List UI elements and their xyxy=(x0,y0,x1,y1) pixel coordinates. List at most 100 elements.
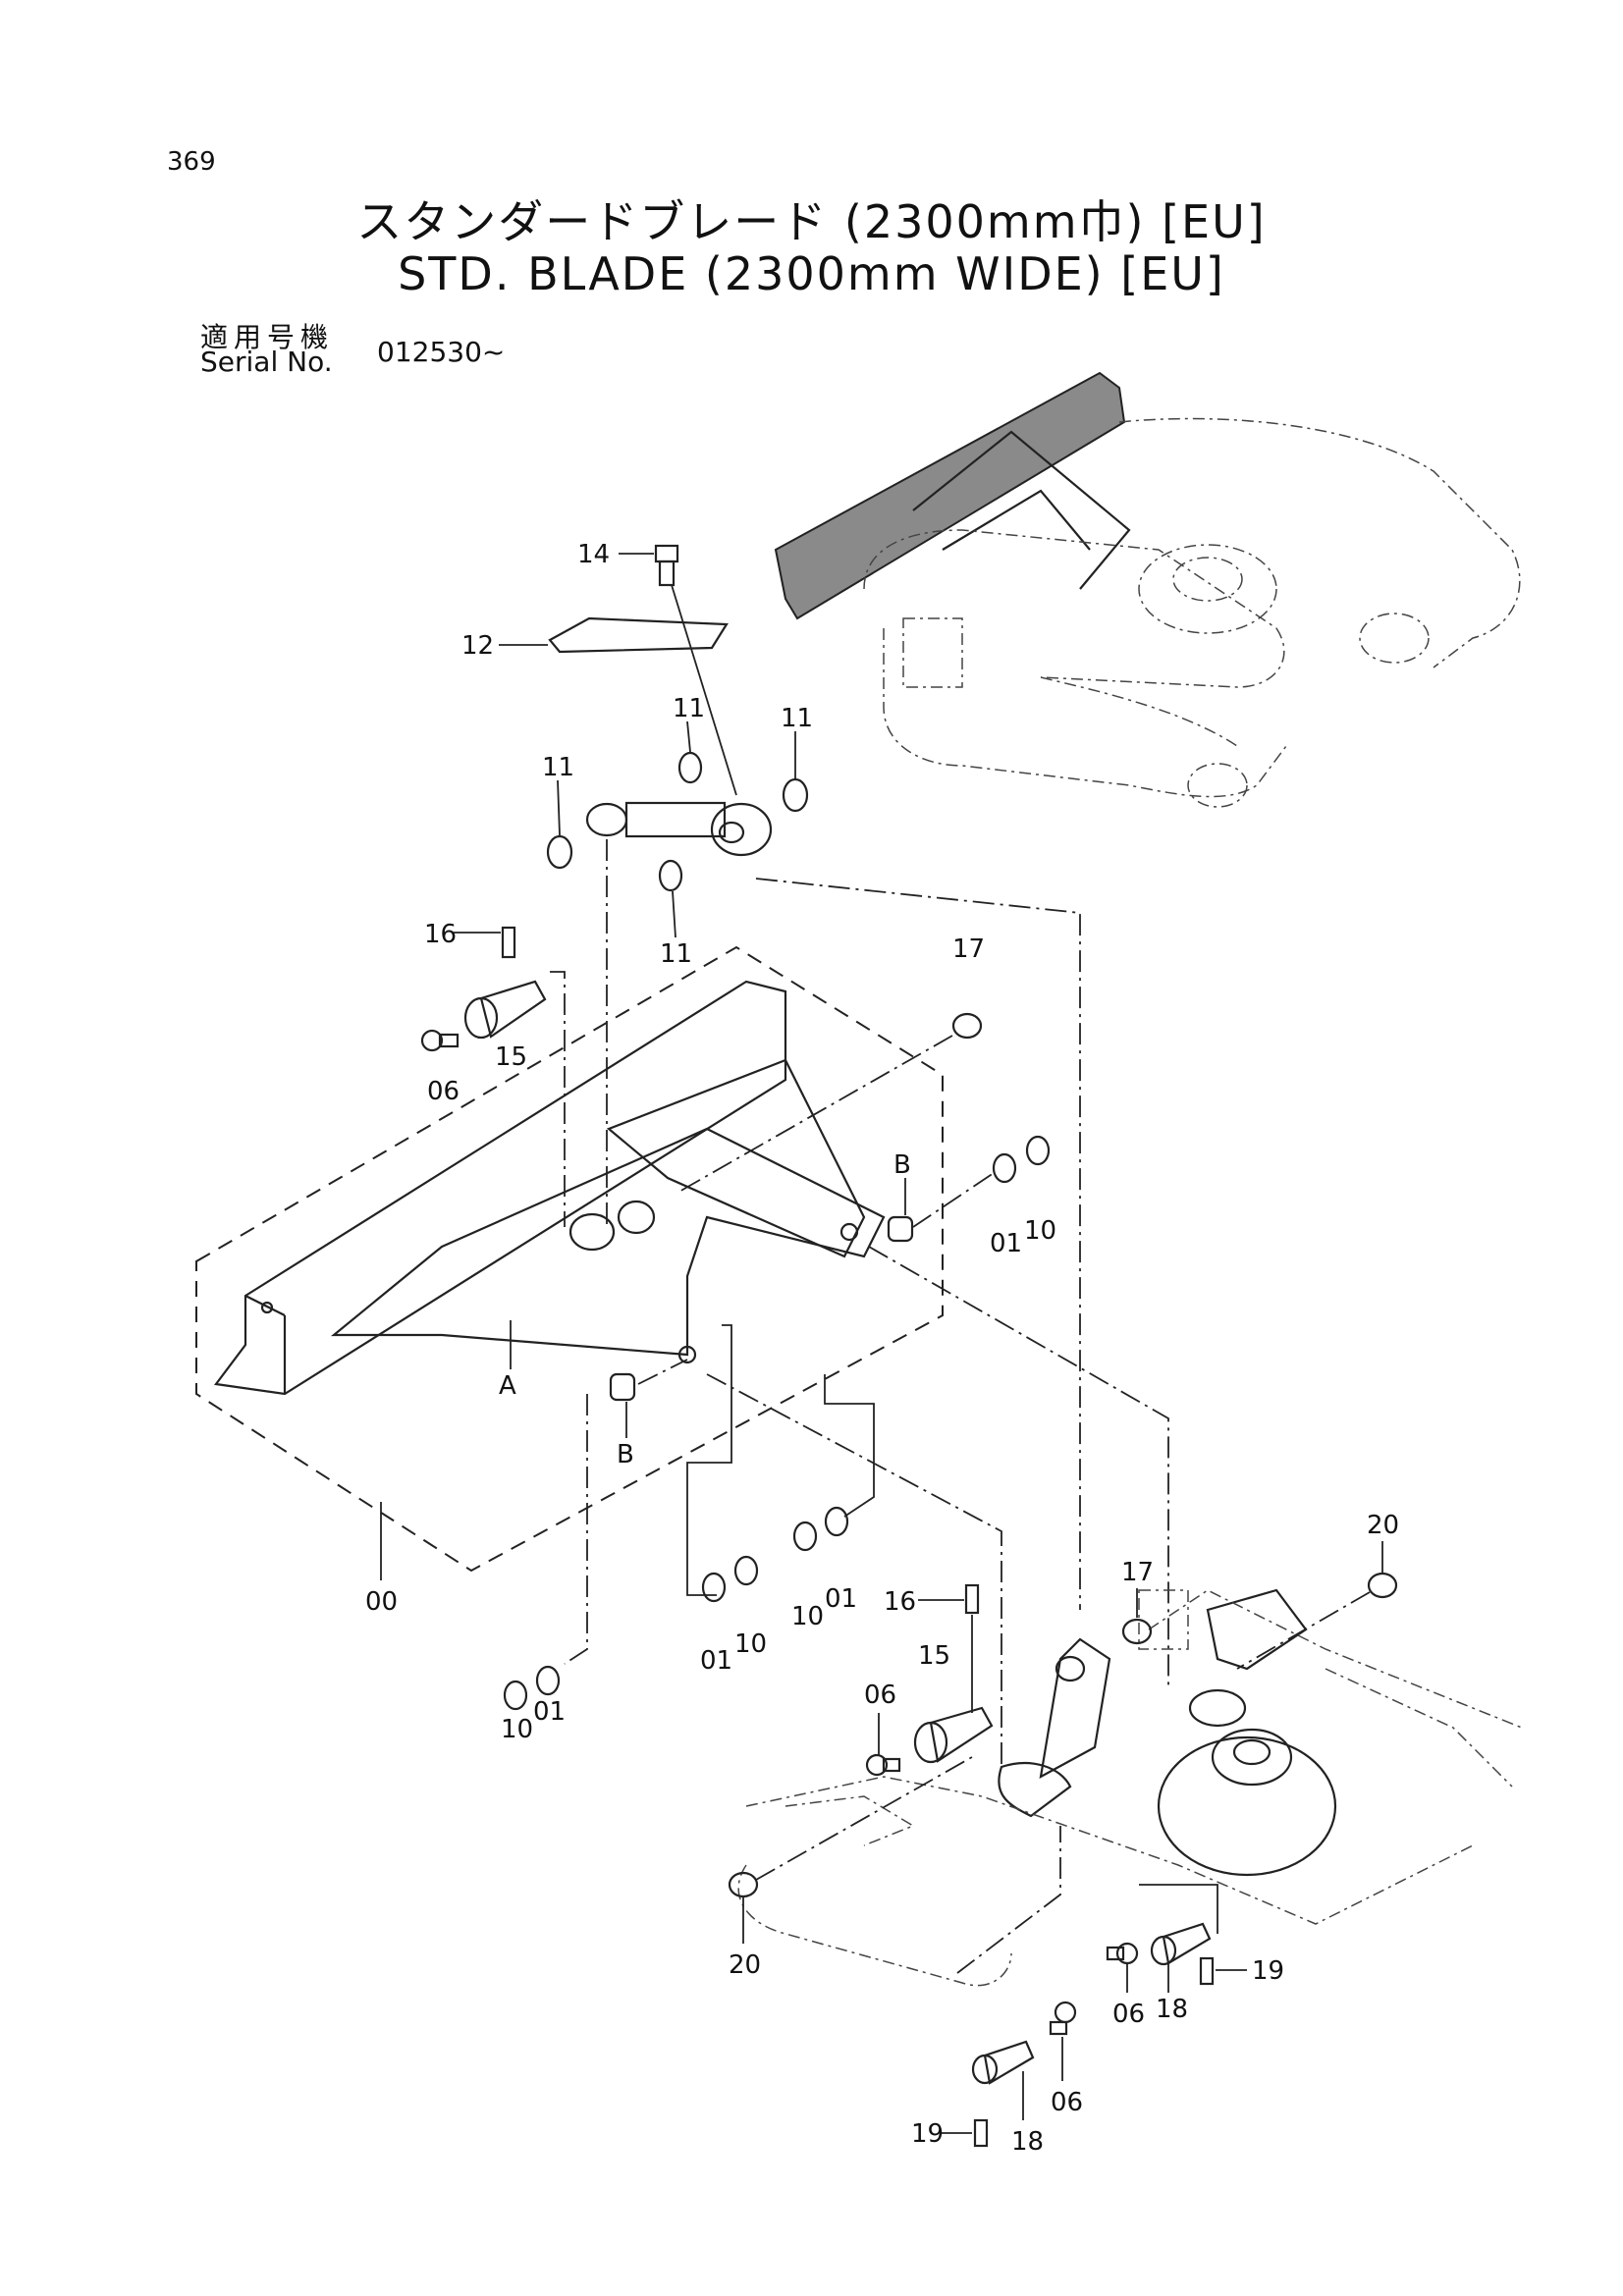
callout-16-lower: 16 xyxy=(884,1587,916,1617)
cylinder-mount-eye xyxy=(568,1212,616,1252)
seal-01-far-left xyxy=(535,1665,561,1696)
blade-frame-arm-upper xyxy=(606,1058,866,1258)
callout-11-right: 11 xyxy=(781,704,813,733)
callout-15-upper: 15 xyxy=(495,1042,527,1072)
washer-10-mid xyxy=(733,1555,759,1586)
callout-A: A xyxy=(499,1371,516,1401)
chain-bushing-lower xyxy=(637,1359,688,1385)
chain-arm-to-frame-lower xyxy=(706,1373,1002,1767)
overview-track-left-bottom xyxy=(883,628,1287,798)
callout-01-mid: 01 xyxy=(700,1646,732,1676)
seal-01-mid xyxy=(701,1572,727,1603)
bracket-line-left xyxy=(686,1324,732,1596)
pin-15-lower xyxy=(913,1706,994,1764)
callout-11-bottom: 11 xyxy=(660,939,692,969)
serial-label-japanese: 適用号機 xyxy=(200,321,335,353)
washer-11-right xyxy=(782,777,809,813)
grease-fitting-06-upper xyxy=(420,1029,460,1052)
chain-bushing-upper xyxy=(912,1172,995,1228)
callout-06-lower: 06 xyxy=(1051,2088,1083,2117)
pin-15-lower-body xyxy=(929,1706,994,1763)
callout-B-upper: B xyxy=(893,1150,911,1180)
pin-18-lower-body xyxy=(983,2040,1035,2085)
grease-fitting-06-lower xyxy=(1049,2001,1077,2036)
bracket-line-right xyxy=(824,1374,875,1518)
callout-19-lower: 19 xyxy=(911,2119,944,2149)
callout-B-lower: B xyxy=(617,1440,634,1469)
callout-10-right: 10 xyxy=(791,1602,824,1631)
washer-10-far-left xyxy=(503,1680,528,1711)
blade-frame-arm-A xyxy=(330,1127,886,1357)
cylinder-body xyxy=(624,801,727,838)
cylinder-mount-eye-2 xyxy=(617,1200,656,1235)
bolt-shank xyxy=(658,560,676,587)
washer-11-bottom xyxy=(658,859,683,892)
cylinder-bottom-eye xyxy=(710,802,773,857)
chain-pin-15 xyxy=(550,971,566,1227)
seal-01-right xyxy=(824,1506,849,1537)
callout-11-left: 11 xyxy=(542,753,574,782)
pin-18-right xyxy=(1150,1922,1212,1966)
fitting-right-thread xyxy=(1106,1946,1125,1961)
frame-bracket-left xyxy=(784,1795,915,1846)
callout-06-mid: 06 xyxy=(864,1681,896,1710)
bushing-B-upper xyxy=(887,1215,914,1243)
page-number: 369 xyxy=(167,147,216,177)
frame-guard xyxy=(1138,1589,1189,1650)
frame-outline-upper xyxy=(1148,1589,1523,1729)
pin-16-lower xyxy=(964,1583,980,1615)
leader-11-bottom xyxy=(672,890,676,938)
callout-16-upper: 16 xyxy=(424,920,457,949)
overview-swing-bearing xyxy=(1138,544,1277,634)
arm-mount-bracket xyxy=(1206,1588,1308,1671)
pin-18-right-body xyxy=(1162,1922,1212,1965)
dozer-blade-plate xyxy=(214,980,787,1396)
blade-assembly-00 xyxy=(214,980,886,1396)
chain-cylinder-to-frame xyxy=(755,878,1081,1610)
bushing-B-lower xyxy=(609,1372,636,1402)
chain-pin-18-lower xyxy=(956,1826,1061,1974)
washer-11-left xyxy=(546,834,573,870)
fitting-mid-thread xyxy=(882,1757,901,1773)
chain-lower-left xyxy=(564,1394,588,1665)
washer-11-top xyxy=(677,751,703,784)
swing-bearing-hub xyxy=(1232,1738,1271,1766)
chain-ring-20-left xyxy=(755,1756,973,1881)
pin-15-upper xyxy=(463,980,547,1040)
callout-20-left: 20 xyxy=(729,1950,761,1980)
overview-guard xyxy=(902,617,963,688)
frame-outline-mid xyxy=(745,1776,1474,1925)
callout-00: 00 xyxy=(365,1587,398,1617)
snap-ring-20-left xyxy=(728,1871,759,1898)
blade-assembly-boundary xyxy=(195,945,944,1573)
title-japanese: スタンダードブレード (2300mm巾) [EU] xyxy=(356,195,1267,248)
overview-sprocket xyxy=(1187,763,1248,808)
bolt-head xyxy=(654,544,679,563)
swing-bearing-ring xyxy=(1157,1735,1337,1877)
blade-hole xyxy=(260,1301,274,1314)
cover-plate-12 xyxy=(548,616,729,654)
serial-label-english: Serial No. xyxy=(200,346,333,378)
fitting-lower-body xyxy=(1054,2001,1077,2024)
overview-blade-arm xyxy=(912,430,1131,590)
fitting-body xyxy=(420,1029,444,1052)
arm-pivot-hole-lower xyxy=(677,1345,697,1364)
machine-overview-drawing xyxy=(774,371,1521,808)
cylinder-mount-lower xyxy=(998,1762,1072,1818)
snap-ring-17-lower xyxy=(1121,1618,1153,1645)
callout-10-upper: 10 xyxy=(1024,1216,1056,1246)
overview-blade xyxy=(774,371,1126,620)
chain-ring-20-right xyxy=(1236,1591,1371,1670)
bolt-14 xyxy=(654,544,679,587)
callout-11-top: 11 xyxy=(673,694,705,723)
callout-10-far-left: 10 xyxy=(501,1715,533,1744)
overview-swing-center xyxy=(1172,557,1243,602)
washer-10-upper xyxy=(1025,1135,1051,1166)
callout-20-right: 20 xyxy=(1367,1511,1399,1540)
callout-01-far-left: 01 xyxy=(533,1697,566,1727)
overview-track-left-top xyxy=(863,529,1285,688)
pin-15-body xyxy=(479,980,547,1039)
callout-01-right: 01 xyxy=(825,1584,857,1614)
pin-16-upper xyxy=(501,926,516,959)
